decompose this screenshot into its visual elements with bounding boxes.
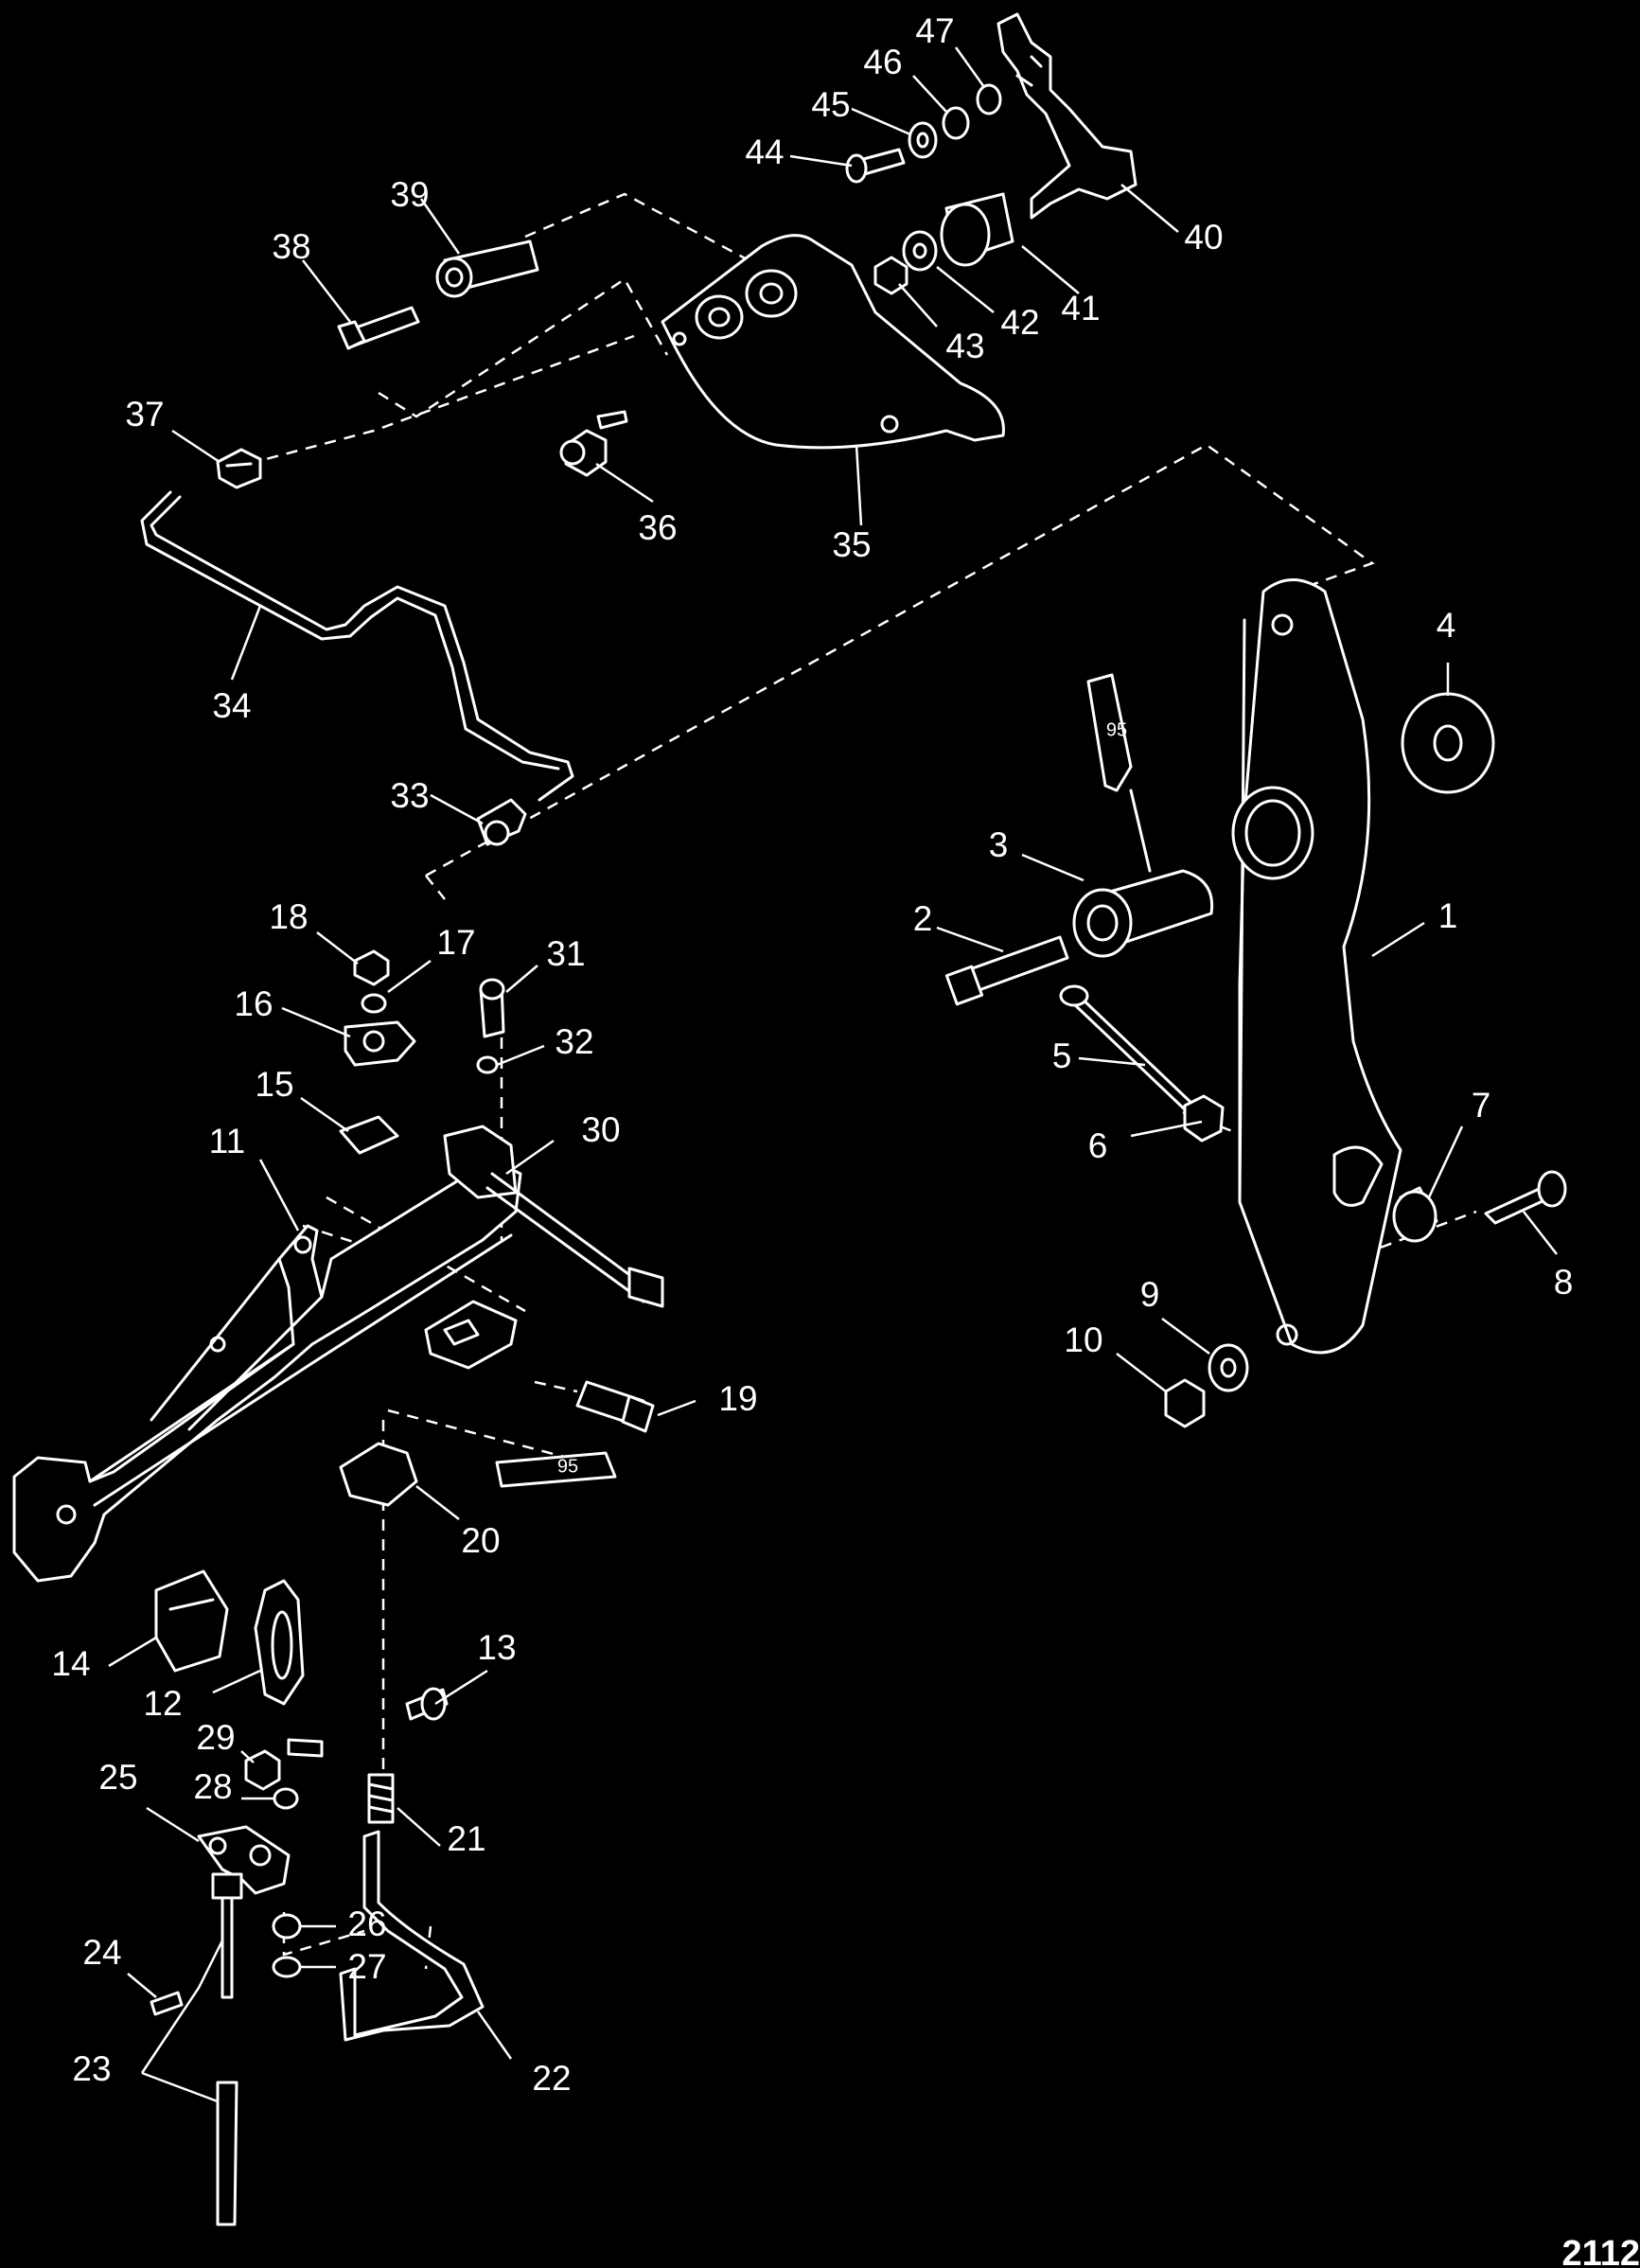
callout-21: 21 [447,1819,485,1858]
plate-part-35 [661,234,1005,450]
block-part-14 [154,1569,229,1673]
callout-26: 26 [347,1905,386,1943]
washer-part-27 [272,1956,302,1978]
callout-41: 41 [1061,289,1100,328]
nut-part-10 [1164,1378,1206,1428]
callout-46: 46 [863,43,902,81]
nut-part-18 [353,949,390,986]
callout-24: 24 [82,1933,121,1972]
bolt-part-5 [1069,1000,1190,1114]
callout-37: 37 [125,395,164,434]
screw-part-37 [216,448,262,489]
washer-part-45 [908,121,938,159]
callout-10: 10 [1064,1320,1102,1359]
callout-25: 25 [98,1758,137,1797]
callout-33: 33 [390,776,429,815]
callout-43: 43 [945,327,984,365]
callout-labels: 1 2 3 4 5 6 7 8 9 10 11 12 13 14 15 16 1… [51,11,1573,2098]
nut-part-29 [244,1749,281,1791]
leader-lines [108,46,1558,2103]
callout-3: 3 [989,825,1009,864]
washer-part-28 [273,1787,299,1810]
callout-39: 39 [390,175,429,214]
rod-part-23-upper [220,1891,234,1999]
nut-part-46 [942,106,970,140]
callout-20: 20 [461,1521,500,1560]
plate-part-12 [254,1579,305,1706]
callout-38: 38 [272,227,310,266]
callout-23: 23 [72,2049,111,2088]
callout-42: 42 [1000,303,1039,342]
callout-6: 6 [1088,1126,1108,1165]
fitting-part-33 [476,798,527,846]
callout-17: 17 [436,923,475,962]
bushing-part-26 [272,1913,302,1940]
callout-34: 34 [212,686,251,725]
callout-19: 19 [718,1379,757,1418]
pin-part-24 [150,1991,184,2016]
callout-1: 1 [1438,896,1458,935]
nut-part-6 [1183,1094,1225,1143]
svg-text:95: 95 [557,1456,578,1477]
callout-31: 31 [546,934,585,973]
bracket-part-11 [12,1158,522,1583]
callout-11: 11 [209,1122,245,1161]
callout-32: 32 [555,1022,593,1061]
grease-tube-top [1086,673,1133,792]
washer-part-47 [976,83,1002,115]
callout-13: 13 [477,1628,516,1667]
callout-28: 28 [193,1767,232,1806]
callout-22: 22 [532,2059,571,2098]
callout-29: 29 [196,1718,235,1757]
washer-part-17 [361,993,387,1014]
callout-27: 27 [347,1947,386,1986]
lever-hardware: 95 [944,673,1567,1428]
callout-30: 30 [581,1110,620,1149]
washer-part-42 [902,230,938,272]
callout-36: 36 [638,508,677,547]
rod-part-34 [140,490,574,802]
rod-part-23-lower [216,2081,238,2226]
washer-part-32 [476,1055,499,1074]
link-part-22 [339,1830,485,2042]
grease-tube-bottom [495,1451,617,1488]
callout-45: 45 [811,85,850,124]
washer-part-9 [1208,1343,1249,1392]
callout-18: 18 [269,897,308,936]
clamp-part-16 [344,1020,416,1067]
callout-14: 14 [51,1644,90,1683]
callout-15: 15 [255,1065,293,1104]
callout-5: 5 [1052,1037,1072,1075]
washer-part-4 [1401,692,1495,794]
callout-44: 44 [745,133,784,171]
callout-9: 9 [1140,1275,1160,1314]
callout-12: 12 [143,1684,182,1723]
callout-2: 2 [913,899,933,938]
lever-part-25 [197,1825,291,1895]
callout-40: 40 [1184,218,1223,257]
svg-text:95: 95 [1106,719,1127,740]
callout-35: 35 [832,525,871,564]
callout-16: 16 [234,984,273,1023]
bracket-hardware: 95 [150,949,664,2226]
screw-part-29b [287,1738,324,1758]
block-part-20 [339,1442,418,1507]
lever-part-40 [996,12,1137,220]
plate-part-15 [339,1115,399,1155]
callout-47: 47 [915,11,954,50]
callout-7: 7 [1472,1086,1491,1125]
figure-number: 2112 [1562,2234,1640,2268]
plate-hardware [216,83,1014,489]
callout-8: 8 [1554,1263,1574,1302]
callout-4: 4 [1437,606,1456,645]
lever-arm-part-1 [1231,578,1402,1355]
